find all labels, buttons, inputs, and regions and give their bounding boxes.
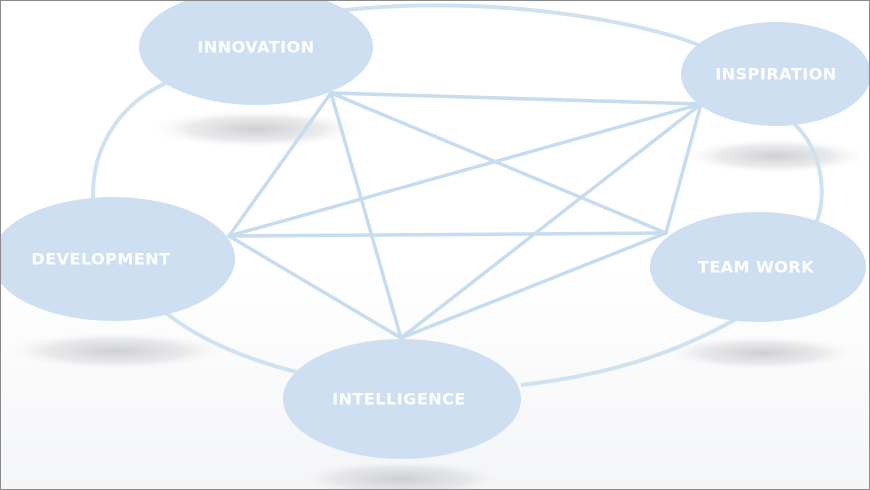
link-development-teamwork (227, 231, 668, 238)
node-intelligence-circle (283, 339, 521, 459)
node-intelligence-label: INTELLIGENCE (332, 390, 466, 409)
ring-teamwork-intelligence (520, 317, 737, 387)
link-development-intelligence (227, 234, 403, 340)
link-inspiration-intelligence (399, 102, 703, 340)
ring-intelligence-development (164, 311, 302, 375)
node-inspiration-label: INSPIRATION (715, 65, 836, 84)
ring-inspiration-teamwork (789, 119, 824, 224)
node-innovation: INNOVATION (139, 1, 373, 105)
node-teamwork-circle (650, 212, 866, 322)
link-inspiration-teamwork (664, 102, 703, 235)
node-development: DEVELOPMENT (1, 197, 235, 321)
node-intelligence: INTELLIGENCE (283, 339, 521, 459)
outer-ring (90, 3, 824, 387)
node-innovation-label: INNOVATION (197, 38, 314, 57)
node-teamwork: TEAM WORK (650, 212, 866, 322)
ring-development-innovation (90, 81, 167, 202)
link-innovation-inspiration (329, 91, 703, 106)
intelligence-shadow (291, 459, 511, 489)
link-innovation-intelligence (329, 91, 403, 340)
node-inspiration: INSPIRATION (681, 22, 869, 126)
node-development-circle (1, 197, 235, 321)
inspiration-shadow (681, 138, 869, 174)
node-teamwork-label: TEAM WORK (698, 258, 814, 277)
link-teamwork-intelligence (399, 231, 668, 340)
node-innovation-circle (139, 1, 373, 105)
link-innovation-development (227, 91, 333, 238)
link-innovation-teamwork (329, 91, 668, 235)
node-development-label: DEVELOPMENT (31, 250, 170, 269)
development-shadow (1, 331, 231, 371)
ring-innovation-inspiration (320, 3, 702, 48)
link-inspiration-development (227, 102, 703, 238)
node-inspiration-circle (681, 22, 869, 126)
innovation-shadow (146, 109, 366, 149)
teamwork-shadow (661, 335, 861, 371)
connection-lines (227, 91, 703, 340)
